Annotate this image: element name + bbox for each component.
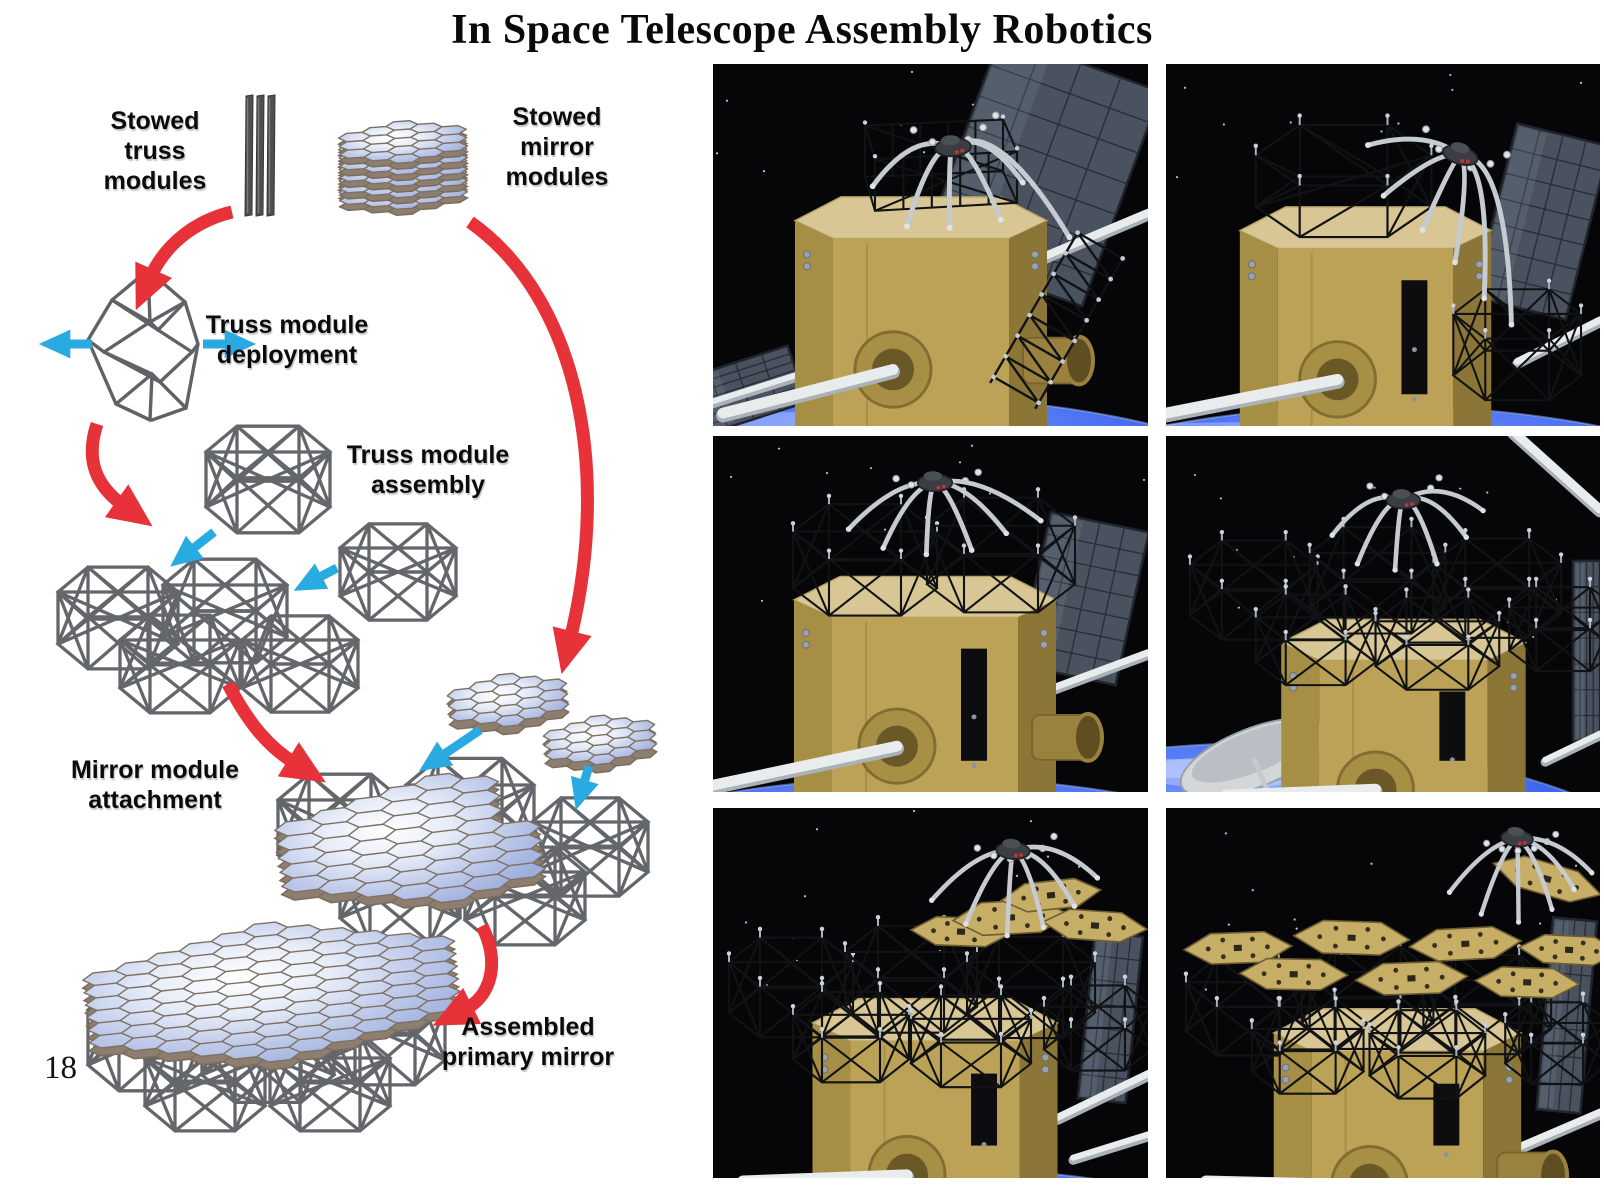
cyan-insert-arrows [38, 329, 599, 811]
mirror-module-back [1238, 957, 1350, 991]
incoming-mirror-modules [446, 668, 659, 778]
boom [1505, 1108, 1600, 1159]
truss-module [1249, 996, 1366, 1095]
assembled-primary-mirror [79, 904, 465, 1133]
boom [1540, 730, 1600, 767]
spider-robot [1446, 827, 1595, 925]
spacecraft-bus [713, 575, 1104, 792]
mirror-module-back [1292, 919, 1412, 956]
boom [738, 1169, 914, 1178]
truss-module [1451, 278, 1584, 402]
spider-robot [928, 832, 1101, 939]
mirror-module-back [1473, 966, 1581, 999]
mirror-module [542, 710, 658, 778]
mirror-module [338, 117, 469, 173]
spider-robot [1329, 474, 1486, 573]
boom [1068, 1131, 1148, 1165]
label-assembled-primary-mirror: Assembled primary mirror [441, 1013, 615, 1071]
render-step-6 [1166, 808, 1600, 1178]
assembly-flow-graphics [38, 94, 710, 1133]
mirror-module [79, 904, 465, 1089]
boom [1221, 783, 1383, 792]
stowed-truss-icon [244, 94, 276, 217]
label-truss-module-deployment: Truss module deployment [205, 311, 369, 369]
truss-module [239, 614, 361, 714]
truss-module [790, 493, 940, 617]
boom [716, 364, 900, 423]
spider-robot [845, 468, 1044, 558]
folded-truss [989, 230, 1126, 410]
label-stowed-mirror-modules: Stowed mirror modules [505, 103, 609, 191]
spider-robot [869, 111, 1073, 241]
truss-module [1187, 529, 1320, 641]
render-step-1 [713, 64, 1148, 426]
render-step-2 [1166, 64, 1600, 426]
spider-robot [1365, 125, 1515, 328]
stowed-mirror-icon [338, 117, 469, 219]
render-step-4 [1166, 436, 1600, 792]
mirror-attachment-assembly [270, 756, 651, 947]
truss-module [790, 981, 912, 1084]
mirror-module-back [1041, 908, 1148, 943]
spacecraft-bus [1166, 206, 1493, 426]
truss-module [1367, 999, 1488, 1100]
label-mirror-module-attachment: Mirror module attachment [70, 756, 240, 814]
render-step-3 [713, 436, 1148, 792]
mirror-module-back [1353, 960, 1469, 996]
mirror-module-back [1407, 925, 1523, 962]
truss-deployment-icon [86, 268, 200, 422]
boom [1507, 436, 1600, 518]
red-flow-arrows [85, 205, 594, 1026]
mirror-module [270, 763, 548, 929]
truss-module [117, 613, 243, 715]
label-stowed-truss-modules: Stowed truss modules [103, 107, 207, 195]
boom [1053, 1070, 1148, 1125]
spacecraft-bus [716, 196, 1095, 426]
mirror-module [446, 668, 571, 740]
mirror-module-back [1517, 933, 1600, 967]
truss-module [908, 984, 1034, 1089]
page-number: 18 [44, 1050, 77, 1086]
render-step-5 [713, 808, 1148, 1178]
boom [1038, 649, 1148, 699]
truss-module [1507, 576, 1600, 673]
boom [713, 740, 904, 792]
boom [1166, 373, 1345, 423]
truss-module [203, 424, 333, 535]
assembled-truss-cluster [55, 557, 361, 715]
truss-module [1041, 974, 1148, 1072]
page-title: In Space Telescope Assembly Robotics [451, 7, 1153, 53]
render-grid [713, 64, 1604, 1178]
assembly-flow-diagram: Stowed truss modules Stowed mirror modul… [0, 0, 710, 1190]
truss-assembly-icons [203, 424, 459, 622]
truss-module [1307, 516, 1448, 635]
truss-module [337, 522, 459, 622]
truss-ring [1253, 113, 1434, 239]
truss-module [1373, 587, 1502, 691]
label-truss-module-assembly: Truss module assembly [346, 441, 510, 499]
truss-module [1503, 991, 1600, 1086]
mirror-module-back [999, 877, 1103, 913]
